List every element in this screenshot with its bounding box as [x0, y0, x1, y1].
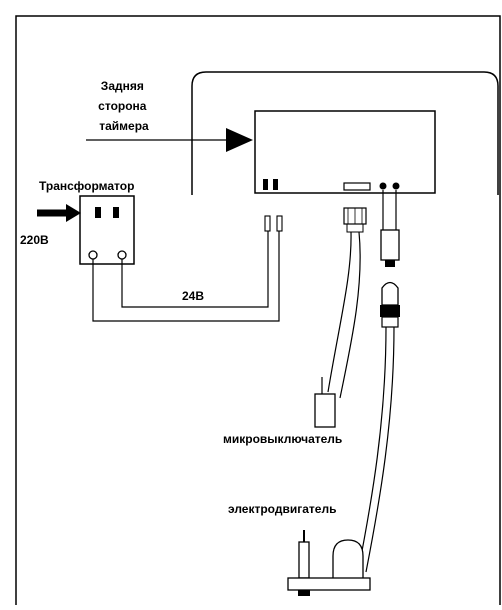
motor-pin: [298, 541, 310, 579]
transformer-output-terminal: [117, 250, 127, 260]
input-voltage-label: 220В: [20, 233, 49, 247]
motor-plug-upper-tip: [385, 260, 395, 267]
figure-frame: [15, 15, 501, 610]
timer-motor-terminal: [379, 182, 387, 190]
timer-motor-terminal: [392, 182, 400, 190]
transformer-input-terminal: [113, 207, 119, 218]
timer-24v-terminal: [273, 179, 278, 190]
motor-socket-base: [381, 316, 399, 328]
motor-label: электродвигатель: [228, 502, 336, 516]
timer-microswitch-slot: [343, 182, 371, 191]
mains-input-arrowhead: [66, 204, 81, 222]
timer-back-label-line2: сторона: [98, 99, 147, 113]
microswitch-body: [314, 393, 336, 428]
motor-plug-upper: [380, 229, 400, 261]
timer-back-panel: [254, 110, 436, 194]
connector-24v: [276, 215, 283, 232]
microswitch-cable: [339, 231, 361, 399]
microswitch-cable: [327, 231, 352, 393]
timer-back-label-line3: таймера: [99, 119, 149, 133]
motor-socket-band: [380, 305, 400, 317]
connector-24v: [264, 215, 271, 232]
microswitch-label: микровыключатель: [223, 432, 342, 446]
motor-base-foot: [298, 590, 310, 596]
motor-cable: [365, 326, 395, 573]
microswitch-connector-plug: [346, 223, 364, 233]
timer-housing: [191, 71, 499, 195]
motor-cable: [357, 326, 387, 573]
timer-back-label-line1: Задняя: [101, 79, 144, 93]
transformer-label: Трансформатор: [39, 179, 134, 193]
wire-24v-outer: [92, 230, 280, 322]
timer-back-label: Задняя сторона таймера: [98, 79, 150, 133]
output-voltage-label: 24В: [182, 289, 204, 303]
motor-base: [287, 577, 371, 591]
transformer-body: [79, 195, 135, 265]
motor-socket: [381, 281, 399, 306]
wire-24v-inner: [121, 230, 269, 308]
timer-24v-terminal: [263, 179, 268, 190]
transformer-input-terminal: [95, 207, 101, 218]
motor-housing: [332, 539, 364, 581]
timer-pointer-arrowhead: [226, 128, 253, 152]
transformer-output-terminal: [88, 250, 98, 260]
